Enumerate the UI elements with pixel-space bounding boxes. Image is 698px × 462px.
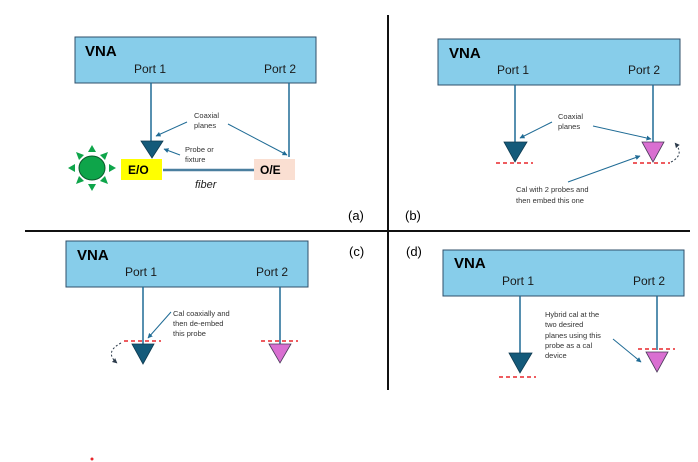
probe-dark-icon	[131, 343, 155, 365]
port2-label: Port 2	[256, 265, 288, 279]
probe-pink-icon	[645, 351, 669, 373]
vna-box	[65, 240, 309, 288]
red-dot	[90, 457, 94, 461]
probe-dark-icon	[503, 141, 528, 163]
hybrid-cal-note-3: planes using this	[545, 331, 601, 340]
hybrid-cal-note-5: device	[545, 351, 567, 360]
probe-pink-icon	[268, 343, 292, 364]
arrow-to-pink-probe	[567, 155, 641, 183]
fiber-label: fiber	[195, 179, 218, 191]
vna-title: VNA	[77, 247, 109, 264]
vna-box	[437, 38, 681, 86]
panel-label-b: (b)	[405, 208, 421, 223]
cal-embed-note: Cal with 2 probes and	[516, 185, 589, 194]
oe-converter	[254, 159, 295, 180]
probe-pink-icon	[641, 141, 665, 163]
probe-fixture-note-2: fixture	[185, 155, 205, 164]
probe-dark-icon	[508, 352, 533, 374]
port1-label: Port 1	[502, 274, 534, 288]
vna-title: VNA	[85, 43, 117, 60]
panel-label-a: (a)	[348, 208, 364, 223]
panel-label-c: (c)	[349, 244, 364, 259]
panel-b: VNA Port 1 Port 2 Coaxial planes Cal wit…	[405, 38, 681, 223]
de-embed-arrow-icon	[110, 342, 122, 364]
vna-title: VNA	[449, 45, 481, 62]
cal-deembed-note-2: then de-embed	[173, 319, 223, 328]
arrow-to-port2-plane	[592, 125, 652, 141]
port2-label: Port 2	[633, 274, 665, 288]
probe-icon	[140, 140, 164, 159]
vna-box	[74, 36, 317, 84]
arrow-to-port2-plane	[227, 123, 288, 156]
arrow-to-pink-probe	[612, 338, 642, 363]
port1-label: Port 1	[125, 265, 157, 279]
port2-label: Port 2	[628, 63, 660, 77]
panel-a: VNA Port 1 Port 2 E/O fiber O/E Coaxial …	[68, 36, 364, 223]
coaxial-planes-note: Coaxial	[194, 111, 219, 120]
arrow-to-probe	[163, 148, 181, 156]
probe-fixture-note: Probe or	[185, 145, 214, 154]
hybrid-cal-note: Hybrid cal at the	[545, 310, 599, 319]
embed-arrow-icon	[670, 142, 680, 163]
eo-label: E/O	[128, 163, 149, 177]
port1-label: Port 1	[497, 63, 529, 77]
panel-label-d: (d)	[406, 244, 422, 259]
oe-label: O/E	[260, 163, 281, 177]
vna-box	[442, 249, 685, 297]
panel-d: VNA Port 1 Port 2 Hybrid cal at the two …	[406, 244, 685, 378]
cal-deembed-note-3: this probe	[173, 329, 206, 338]
vna-title: VNA	[454, 255, 486, 272]
cal-deembed-note: Cal coaxially and	[173, 309, 230, 318]
coaxial-planes-note-2: planes	[194, 121, 216, 130]
arrow-to-port1-plane	[147, 311, 172, 339]
coaxial-planes-note: Coaxial	[558, 112, 583, 121]
eo-converter	[121, 159, 162, 180]
port2-label: Port 2	[264, 62, 296, 76]
coaxial-planes-note-2: planes	[558, 122, 580, 131]
cal-embed-note-2: then embed this one	[516, 196, 584, 205]
port1-label: Port 1	[134, 62, 166, 76]
panel-c: VNA Port 1 Port 2 Cal coaxially and then…	[65, 240, 364, 365]
arrow-to-port1-plane	[155, 121, 188, 137]
light-source-icon	[68, 145, 116, 191]
hybrid-cal-note-4: probe as a cal	[545, 341, 592, 350]
hybrid-cal-note-2: two desired	[545, 320, 583, 329]
arrow-to-port1-plane	[519, 121, 553, 139]
